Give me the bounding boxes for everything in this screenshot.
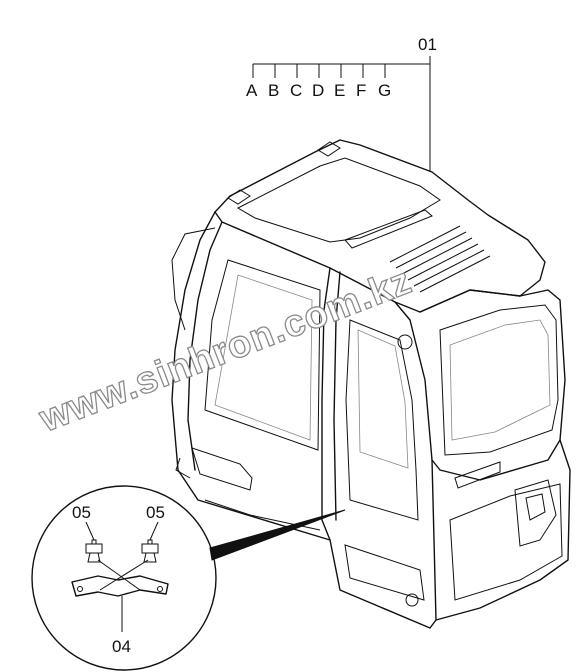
callout-label-01: 01 (418, 35, 437, 54)
screw-left (85, 539, 103, 563)
detail-leader-lines (85, 521, 159, 632)
variant-label-D: D (312, 81, 324, 100)
variant-label-F: F (356, 81, 366, 100)
screw-right (141, 539, 159, 563)
watermark-text: www.sinhron.com.kz (33, 260, 417, 441)
callout-bracket-01 (252, 56, 431, 172)
detail-pointer-wedge (209, 509, 346, 561)
callout-label-04: 04 (112, 637, 131, 656)
variant-label-A: A (246, 81, 258, 100)
variant-label-G: G (378, 81, 391, 100)
variant-label-C: C (290, 81, 302, 100)
variant-label-B: B (268, 81, 279, 100)
operator-cab-assembly (171, 139, 571, 629)
variant-label-E: E (334, 81, 345, 100)
bracket-part (71, 575, 169, 597)
callout-label-05-right: 05 (146, 503, 165, 522)
callout-label-05-left: 05 (72, 503, 91, 522)
detail-view-circle (31, 485, 217, 671)
